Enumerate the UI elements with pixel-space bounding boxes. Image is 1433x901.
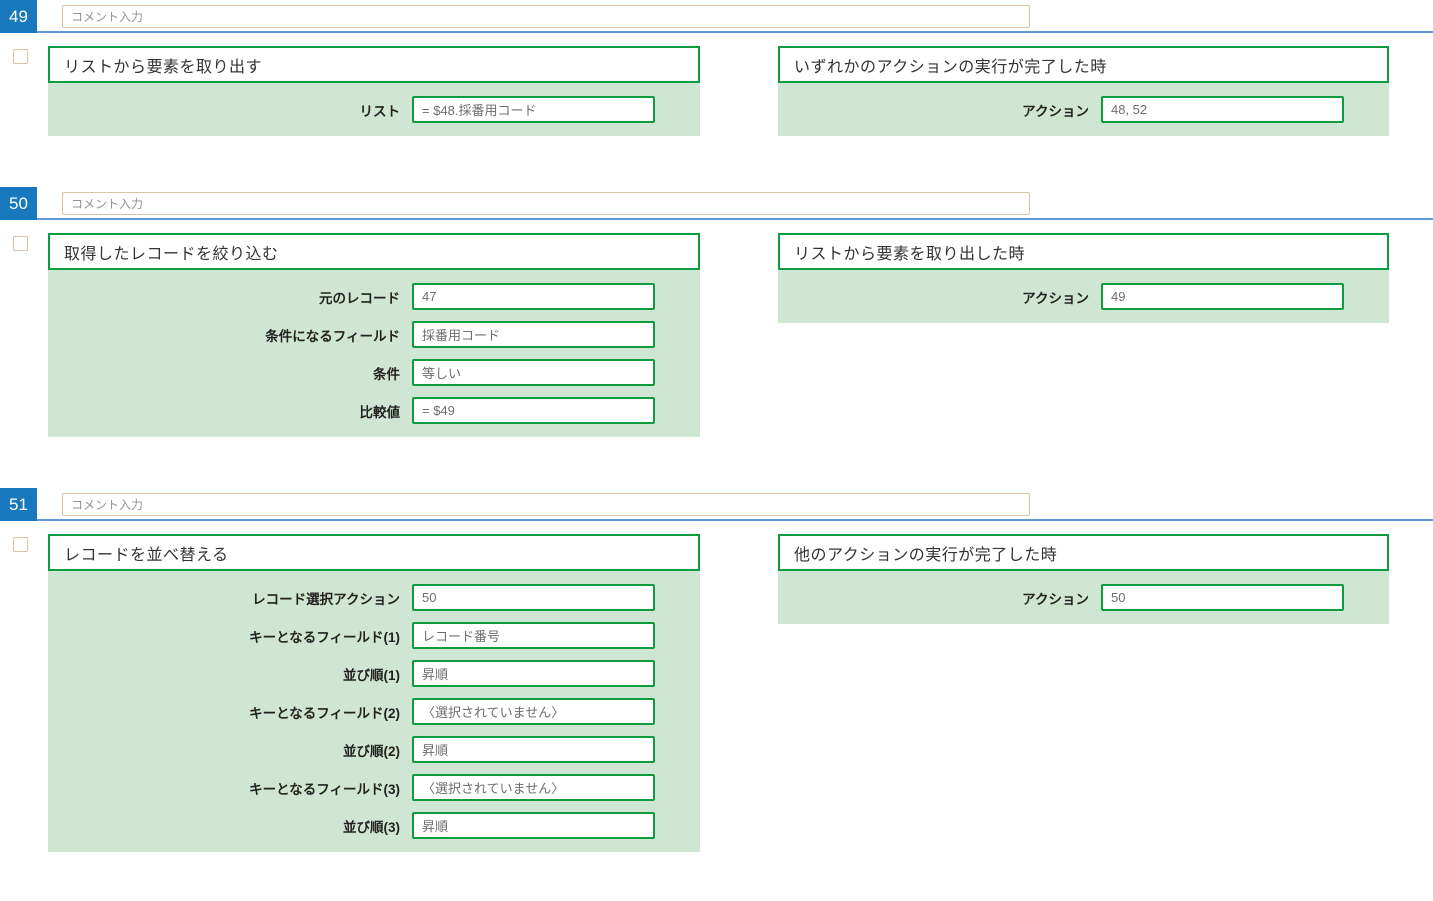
field-label: 元のレコード [319, 290, 400, 306]
list-field-input[interactable] [412, 96, 655, 123]
action-title: リストから要素を取り出す [48, 46, 700, 83]
action-ref-input[interactable] [1101, 283, 1344, 310]
field-label: 並び順(1) [343, 667, 400, 683]
action-ref-input[interactable] [1101, 584, 1344, 611]
action-card: レコードを並べ替える レコード選択アクション キーとなるフィールド(1) 並び順… [48, 534, 700, 852]
trigger-card: 他のアクションの実行が完了した時 アクション [778, 534, 1389, 624]
action-panel: レコード選択アクション キーとなるフィールド(1) 並び順(1) キーとなるフィ… [48, 571, 700, 852]
field-label: 並び順(3) [343, 819, 400, 835]
field-row: キーとなるフィールド(1) [58, 622, 655, 649]
source-record-input[interactable] [412, 283, 655, 310]
field-label: レコード選択アクション [252, 591, 400, 607]
trigger-title: いずれかのアクションの実行が完了した時 [778, 46, 1389, 83]
select-checkbox[interactable] [13, 49, 28, 64]
action-block-49: 49 リストから要素を取り出す リスト いずれかのアクションの実行が完了した時 … [0, 0, 1433, 136]
field-label: キーとなるフィールド(2) [249, 705, 400, 721]
select-checkbox[interactable] [13, 537, 28, 552]
select-checkbox[interactable] [13, 236, 28, 251]
field-label: 条件 [373, 366, 400, 382]
record-select-action-input[interactable] [412, 584, 655, 611]
sort-key-field-2-input[interactable] [412, 698, 655, 725]
action-title: レコードを並べ替える [48, 534, 700, 571]
action-card: リストから要素を取り出す リスト [48, 46, 700, 136]
trigger-panel: アクション [778, 83, 1389, 136]
checkbox-column [0, 233, 48, 251]
field-row: リスト [58, 96, 655, 123]
field-label: キーとなるフィールド(1) [249, 629, 400, 645]
condition-operator-input[interactable] [412, 359, 655, 386]
field-row: 条件になるフィールド [58, 321, 655, 348]
condition-field-input[interactable] [412, 321, 655, 348]
field-row: 並び順(2) [58, 736, 655, 763]
action-card: 取得したレコードを絞り込む 元のレコード 条件になるフィールド 条件 比較値 [48, 233, 700, 437]
action-number-badge: 51 [0, 488, 37, 521]
field-row: 元のレコード [58, 283, 655, 310]
action-number-badge: 50 [0, 187, 37, 220]
trigger-title: 他のアクションの実行が完了した時 [778, 534, 1389, 571]
sort-order-1-input[interactable] [412, 660, 655, 687]
field-row: アクション [788, 283, 1344, 310]
trigger-title: リストから要素を取り出した時 [778, 233, 1389, 270]
action-number-badge: 49 [0, 0, 37, 33]
field-row: 並び順(3) [58, 812, 655, 839]
field-label: 条件になるフィールド [265, 328, 400, 344]
comment-input[interactable] [62, 493, 1030, 516]
checkbox-column [0, 46, 48, 64]
sort-order-3-input[interactable] [412, 812, 655, 839]
comment-input[interactable] [62, 5, 1030, 28]
comment-input[interactable] [62, 192, 1030, 215]
action-panel: リスト [48, 83, 700, 136]
field-label: 並び順(2) [343, 743, 400, 759]
comparison-value-input[interactable] [412, 397, 655, 424]
sort-key-field-1-input[interactable] [412, 622, 655, 649]
field-label: アクション [1022, 591, 1089, 607]
trigger-panel: アクション [778, 571, 1389, 624]
field-label: 比較値 [359, 404, 401, 420]
field-row: アクション [788, 96, 1344, 123]
field-label: キーとなるフィールド(3) [249, 781, 400, 797]
trigger-panel: アクション [778, 270, 1389, 323]
sort-key-field-3-input[interactable] [412, 774, 655, 801]
block-header: 49 [0, 0, 1433, 33]
block-header: 51 [0, 488, 1433, 521]
field-label: アクション [1022, 290, 1089, 306]
trigger-card: リストから要素を取り出した時 アクション [778, 233, 1389, 323]
trigger-card: いずれかのアクションの実行が完了した時 アクション [778, 46, 1389, 136]
field-row: レコード選択アクション [58, 584, 655, 611]
field-label: リスト [359, 103, 401, 119]
action-title: 取得したレコードを絞り込む [48, 233, 700, 270]
sort-order-2-input[interactable] [412, 736, 655, 763]
field-label: アクション [1022, 103, 1089, 119]
checkbox-column [0, 534, 48, 552]
field-row: 比較値 [58, 397, 655, 424]
action-block-50: 50 取得したレコードを絞り込む 元のレコード 条件になるフィールド 条件 [0, 187, 1433, 437]
block-header: 50 [0, 187, 1433, 220]
field-row: キーとなるフィールド(2) [58, 698, 655, 725]
field-row: 条件 [58, 359, 655, 386]
action-block-51: 51 レコードを並べ替える レコード選択アクション キーとなるフィールド(1) … [0, 488, 1433, 852]
action-panel: 元のレコード 条件になるフィールド 条件 比較値 [48, 270, 700, 437]
field-row: 並び順(1) [58, 660, 655, 687]
field-row: アクション [788, 584, 1344, 611]
field-row: キーとなるフィールド(3) [58, 774, 655, 801]
action-ref-input[interactable] [1101, 96, 1344, 123]
